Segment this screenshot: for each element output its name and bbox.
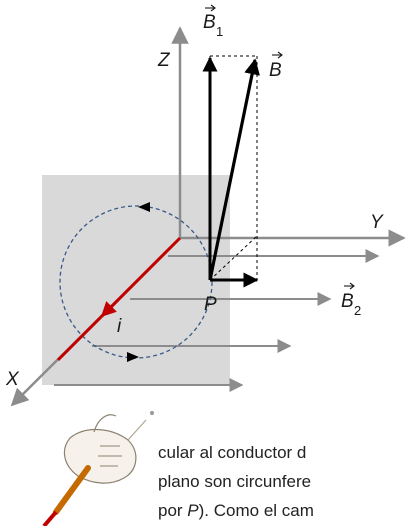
x-axis-label: X	[5, 369, 20, 390]
current-arrow	[100, 298, 120, 318]
dash-diagonal	[209, 235, 258, 281]
vector-b	[208, 58, 260, 281]
circle-arrow-bottom	[127, 352, 139, 362]
body-text-line-3-pre: por	[158, 501, 188, 520]
b1-subscript: 1	[216, 24, 223, 39]
z-axis-label: Z	[157, 50, 171, 71]
current-wire	[56, 236, 182, 362]
b-vector-mark-head	[277, 51, 283, 59]
body-text-line-2: plano son circunfere	[158, 472, 312, 491]
b1-vector-mark-head	[210, 4, 216, 12]
b2-subscript: 2	[354, 303, 361, 318]
point-label: P	[204, 294, 217, 315]
right-hand-illustration	[42, 411, 154, 526]
body-text-line-3-post: ). Como el cam	[198, 501, 314, 520]
body-text-line-3: por P). Como el cam	[158, 501, 314, 521]
circle-arrow-top	[138, 202, 150, 212]
body-text-line-3-point: P	[187, 501, 199, 520]
b-label: B	[269, 60, 282, 81]
b2-label: B	[341, 291, 354, 312]
y-axis-label: Y	[370, 212, 384, 233]
current-label: i	[117, 316, 122, 337]
b2-vector-mark-head	[349, 282, 355, 290]
body-text-line-1: cular al conductor d	[158, 443, 307, 462]
b1-label: B	[203, 12, 216, 33]
